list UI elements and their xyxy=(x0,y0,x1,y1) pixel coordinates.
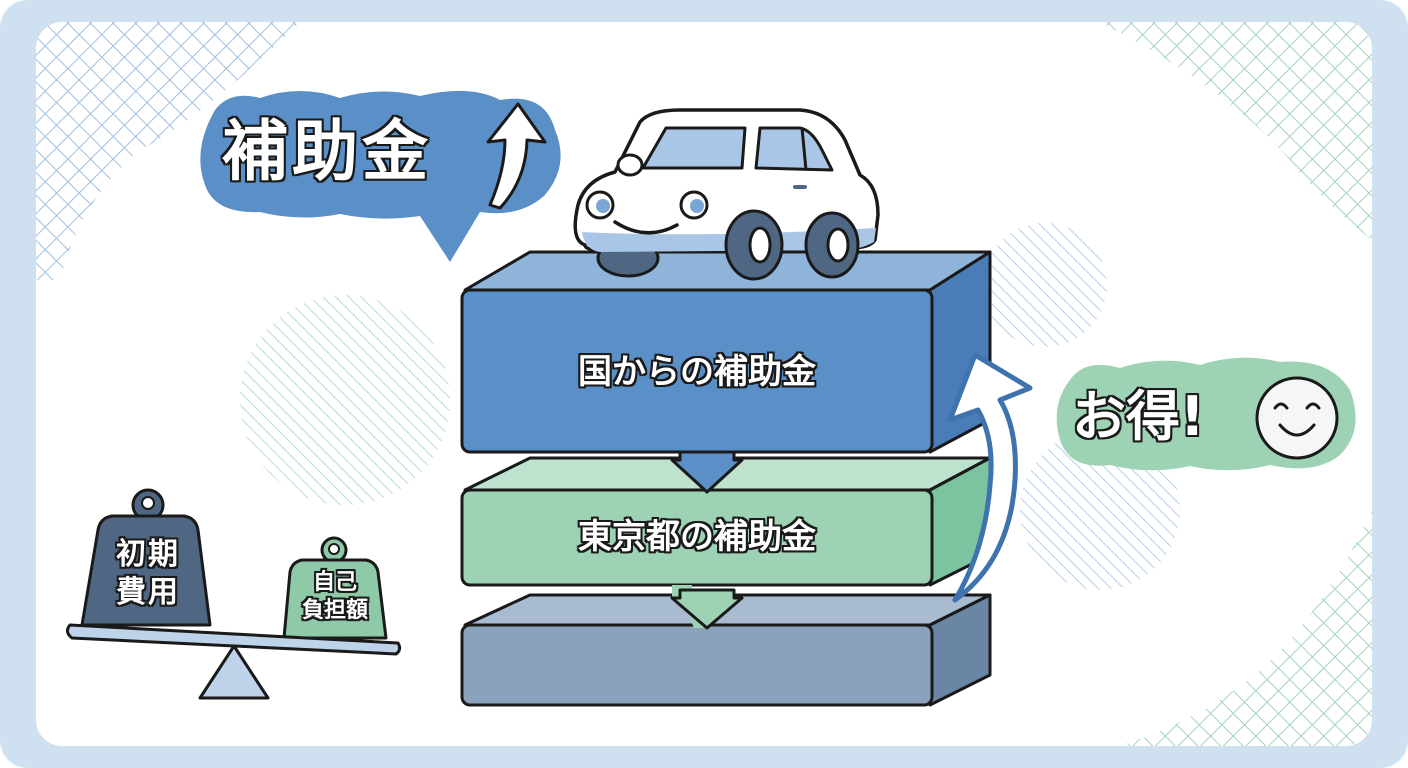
bottom-block xyxy=(460,593,992,707)
headline-speech-bubble xyxy=(200,90,561,262)
scale-beam xyxy=(65,623,402,656)
smiley-face-icon xyxy=(1255,376,1339,460)
weight-initial-cost xyxy=(80,488,212,627)
striped-circle-green xyxy=(240,295,450,505)
curved-up-arrow-icon xyxy=(947,352,1033,603)
self-payment-line1: 自己 xyxy=(312,570,357,595)
weight-self-payment xyxy=(282,536,388,640)
striped-circle-blue-bottom xyxy=(1020,430,1180,590)
car-wheel-front xyxy=(724,209,784,281)
car-smile xyxy=(613,220,679,235)
car-illustration xyxy=(573,108,880,281)
corner-hatch-top-left xyxy=(36,22,300,280)
corner-hatch-top-right xyxy=(1100,22,1372,240)
tokyo-subsidy-label: 東京都の補助金 xyxy=(578,517,816,557)
initial-cost-line2: 費用 xyxy=(116,575,180,610)
benefit-bubble xyxy=(1056,357,1356,471)
balance-scale xyxy=(65,488,402,700)
benefit-text: お得! xyxy=(1072,385,1205,448)
background-patterns xyxy=(36,22,1372,746)
top-block xyxy=(460,250,992,494)
initial-cost-line1: 初期 xyxy=(116,537,180,572)
headline-text: 補助金 xyxy=(222,113,432,190)
car-wheel-rear xyxy=(804,211,860,279)
striped-circle-blue-top xyxy=(983,223,1107,347)
scale-fulcrum xyxy=(198,644,270,700)
self-payment-line2: 負担額 xyxy=(301,598,368,623)
national-subsidy-label: 国からの補助金 xyxy=(578,352,816,392)
corner-hatch-bottom-right xyxy=(1120,510,1372,746)
up-arrow-icon xyxy=(486,102,547,210)
